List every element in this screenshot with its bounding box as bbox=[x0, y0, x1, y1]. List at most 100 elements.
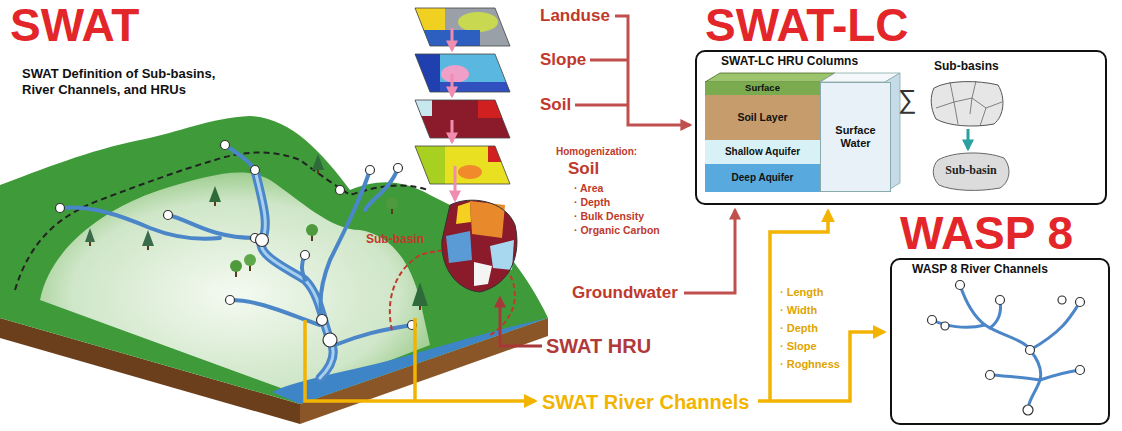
map-layers bbox=[454, 166, 457, 200]
property-item: · Slope bbox=[780, 340, 817, 353]
input-arrows bbox=[500, 298, 542, 346]
basin-label: Sub-basin bbox=[945, 164, 996, 178]
wasp-river-network bbox=[928, 316, 937, 325]
wasp-river-network bbox=[1023, 405, 1033, 415]
wasp-river-network bbox=[928, 281, 1085, 416]
wasp-river-network bbox=[996, 296, 1005, 305]
map-layers bbox=[415, 8, 510, 184]
hru-patch bbox=[446, 231, 472, 263]
note-title: Soil bbox=[568, 159, 599, 179]
property-item: · Depth bbox=[574, 196, 610, 209]
hru-patch bbox=[442, 200, 517, 292]
trees bbox=[244, 254, 256, 266]
map-layers bbox=[451, 120, 454, 142]
map-layers bbox=[400, 0, 540, 200]
panel-title: WASP 8 bbox=[900, 210, 1073, 256]
trees bbox=[147, 246, 149, 250]
panel-heading: WASP 8 River Channels bbox=[912, 263, 1048, 275]
wasp-river-network bbox=[1076, 366, 1085, 375]
model-panel: WASP 8WASP 8 River Channels bbox=[890, 258, 1110, 425]
map-layers bbox=[451, 74, 454, 96]
river-network bbox=[335, 325, 412, 345]
river-network bbox=[164, 211, 173, 220]
river-network bbox=[366, 166, 375, 175]
river-network bbox=[336, 186, 345, 195]
region-label: Sub-basin bbox=[366, 232, 424, 246]
wasp-river-network bbox=[928, 281, 1085, 416]
river-network bbox=[255, 170, 333, 378]
wasp-river-network bbox=[1040, 370, 1080, 380]
hru-column-faces bbox=[705, 73, 835, 82]
sub-basin-map bbox=[936, 81, 1002, 126]
map-layers bbox=[400, 50, 530, 100]
river-network bbox=[320, 170, 370, 320]
trees bbox=[142, 230, 154, 246]
map-layers bbox=[400, 96, 530, 146]
channel-arrows bbox=[758, 332, 884, 401]
map-layers bbox=[400, 0, 530, 60]
river-network bbox=[255, 170, 333, 378]
trees bbox=[85, 154, 428, 310]
map-layers bbox=[400, 50, 540, 102]
sum-symbol: ∑ bbox=[898, 84, 917, 115]
trees bbox=[214, 202, 216, 206]
wasp-river-network bbox=[1076, 298, 1085, 307]
river-network bbox=[225, 145, 255, 170]
river-network bbox=[56, 141, 417, 379]
hru-patch bbox=[442, 200, 517, 292]
layer-label: Deep Aquifer bbox=[732, 172, 794, 184]
input-label: SWAT HRU bbox=[546, 334, 651, 358]
property-item: · Organic Carbon bbox=[574, 224, 660, 237]
wasp-river-network bbox=[932, 320, 985, 327]
sub-basin-map bbox=[928, 78, 1006, 128]
map-layers bbox=[441, 65, 469, 83]
layer-band: Shallow Aquifer bbox=[705, 140, 820, 164]
wasp-river-network bbox=[1026, 346, 1035, 355]
panel-heading: SWAT-LC HRU Columns bbox=[721, 55, 858, 67]
map-layers bbox=[452, 28, 455, 200]
column-label: Surface Water bbox=[821, 124, 890, 149]
trees bbox=[89, 242, 91, 246]
trees bbox=[85, 228, 95, 242]
landscape-block bbox=[40, 173, 430, 395]
wasp-river-network bbox=[941, 322, 949, 330]
input-label: Landuse bbox=[540, 6, 610, 26]
input-arrows bbox=[575, 104, 628, 107]
river-network bbox=[317, 315, 328, 326]
property-item: · Depth bbox=[780, 322, 818, 335]
map-layers bbox=[458, 12, 498, 32]
landscape-block bbox=[272, 318, 548, 404]
channel-arrows bbox=[413, 318, 417, 401]
map-layers bbox=[400, 142, 530, 192]
layer-label: Surface bbox=[745, 83, 780, 94]
property-item: · Roghness bbox=[780, 358, 840, 371]
panel-ground bbox=[695, 50, 1110, 425]
hru-patch bbox=[470, 201, 505, 238]
panel-ground bbox=[890, 258, 1110, 425]
input-arrows bbox=[500, 16, 735, 346]
wasp-river-network bbox=[932, 285, 1080, 410]
landscape-block bbox=[15, 153, 428, 291]
sub-basin-map: Sub-basins bbox=[928, 78, 1006, 128]
map-layers bbox=[400, 96, 530, 146]
map-layers bbox=[415, 100, 510, 138]
diagram-title: SWAT bbox=[10, 2, 139, 48]
river-network bbox=[226, 296, 235, 305]
merged-basin: Sub-basin bbox=[930, 150, 1012, 192]
trees bbox=[209, 186, 221, 202]
wasp-river-network bbox=[986, 371, 995, 380]
landscape-block bbox=[0, 116, 548, 404]
trees bbox=[230, 260, 242, 272]
layer-label: Shallow Aquifer bbox=[725, 146, 800, 158]
input-label: Groundwater bbox=[572, 283, 678, 303]
map-layers bbox=[488, 142, 518, 162]
map-layers bbox=[400, 0, 530, 60]
model-panel: SWAT-LCSWAT-LC HRU ColumnsSurfaceSoil La… bbox=[695, 50, 1107, 205]
input-arrows bbox=[615, 16, 690, 125]
map-layers bbox=[400, 0, 445, 30]
channel-arrows bbox=[770, 211, 828, 401]
hru-column-faces bbox=[705, 73, 900, 192]
wasp-river-network bbox=[1058, 296, 1066, 304]
trees bbox=[306, 224, 318, 236]
